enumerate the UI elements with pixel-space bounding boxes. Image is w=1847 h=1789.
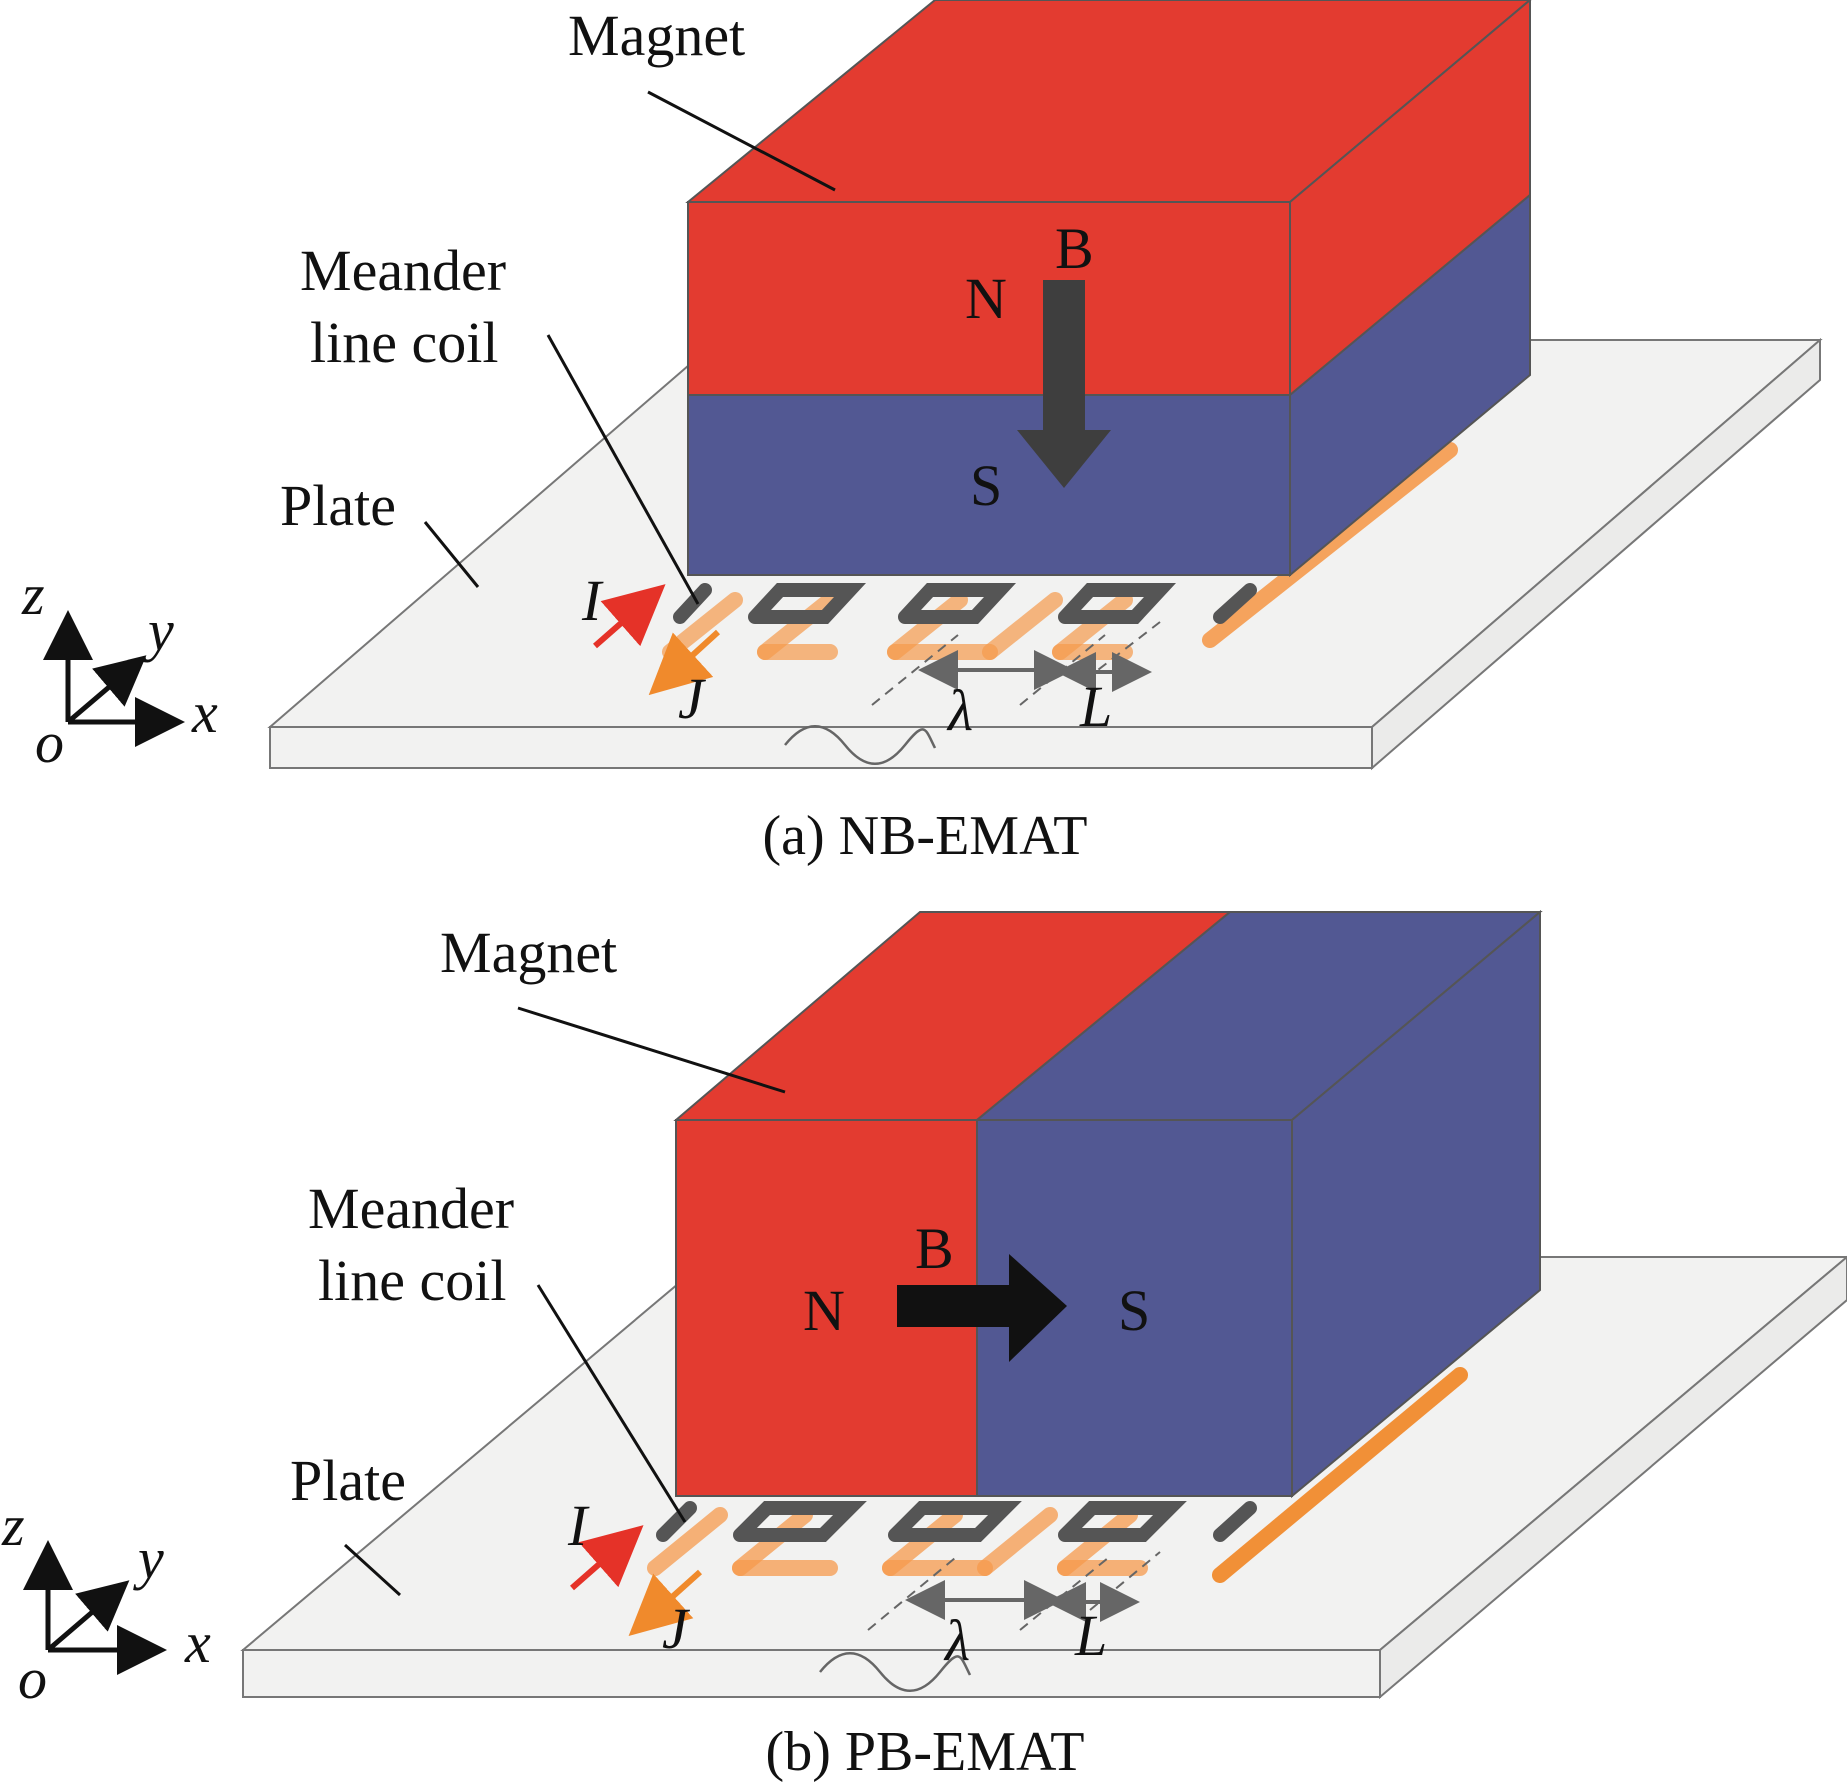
magnet-label-a: Magnet [568, 3, 745, 68]
axis-y-label-b: y [133, 1526, 164, 1591]
field-label-a: B [1055, 216, 1094, 281]
axis-x-label-a: x [191, 680, 218, 745]
panel-a: B N S Magnet Meander line coil Plate I J… [21, 0, 1823, 867]
axis-origin-label-a: o [35, 710, 64, 775]
coil-label-line2-b: line coil [318, 1248, 506, 1313]
wave-b [819, 1652, 972, 1692]
plate-leader-a [423, 521, 480, 588]
axes-b [22, 1540, 167, 1675]
meander-coil-b [647, 1367, 1468, 1583]
panel-b: B N S Magnet Meander line coil Plate I J… [1, 909, 1847, 1783]
magnet-leader-a [647, 90, 836, 192]
current-I-label-b: I [567, 1493, 590, 1558]
coil-label-line1-a: Meander [300, 238, 506, 303]
field-label-b: B [915, 1216, 954, 1281]
axis-z-label-a: z [21, 562, 45, 627]
axis-z-label-b: z [1, 1493, 25, 1558]
caption-a: (a) NB-EMAT [762, 805, 1087, 867]
wavelength-label-a: λ [946, 678, 973, 743]
wave-a [784, 725, 937, 765]
current-I-arrow-b [570, 1525, 644, 1591]
caption-b: (b) PB-EMAT [766, 1721, 1085, 1783]
north-label-a: N [965, 266, 1007, 331]
current-J-arrow-b [628, 1569, 703, 1637]
magnet-label-b: Magnet [440, 920, 617, 985]
current-I-label-a: I [581, 568, 604, 633]
plate-label-b: Plate [290, 1448, 406, 1513]
south-label-b: S [1118, 1278, 1150, 1343]
dim-dash-a-1 [871, 634, 959, 706]
coil-leader-b [536, 1284, 687, 1523]
south-label-a: S [970, 453, 1002, 518]
spacing-label-b: L [1074, 1603, 1107, 1668]
dim-dash-b-3 [1089, 1551, 1161, 1611]
coil-label-line2-a: line coil [310, 310, 498, 375]
magnet-leader-b [517, 1006, 786, 1094]
axes-a [43, 610, 185, 747]
current-J-label-a: J [678, 666, 707, 731]
spacing-label-a: L [1079, 674, 1112, 739]
field-arrow-b [897, 1254, 1067, 1362]
plate-leader-b [343, 1543, 402, 1597]
magnet-a [685, 0, 1532, 578]
plate-label-a: Plate [280, 473, 396, 538]
axis-x-label-b: x [184, 1610, 211, 1675]
current-I-arrow-a [593, 584, 666, 649]
current-J-arrow-a [648, 629, 721, 696]
coil-leader-a [546, 334, 700, 605]
field-arrow-a [1017, 280, 1111, 488]
coil-label-line1-b: Meander [308, 1176, 514, 1241]
north-label-b: N [803, 1278, 845, 1343]
current-J-label-b: J [662, 1596, 691, 1661]
axis-origin-label-b: o [18, 1646, 47, 1711]
meander-coil-a [662, 442, 1458, 660]
axis-y-label-a: y [143, 598, 174, 663]
magnet-b [673, 909, 1543, 1499]
